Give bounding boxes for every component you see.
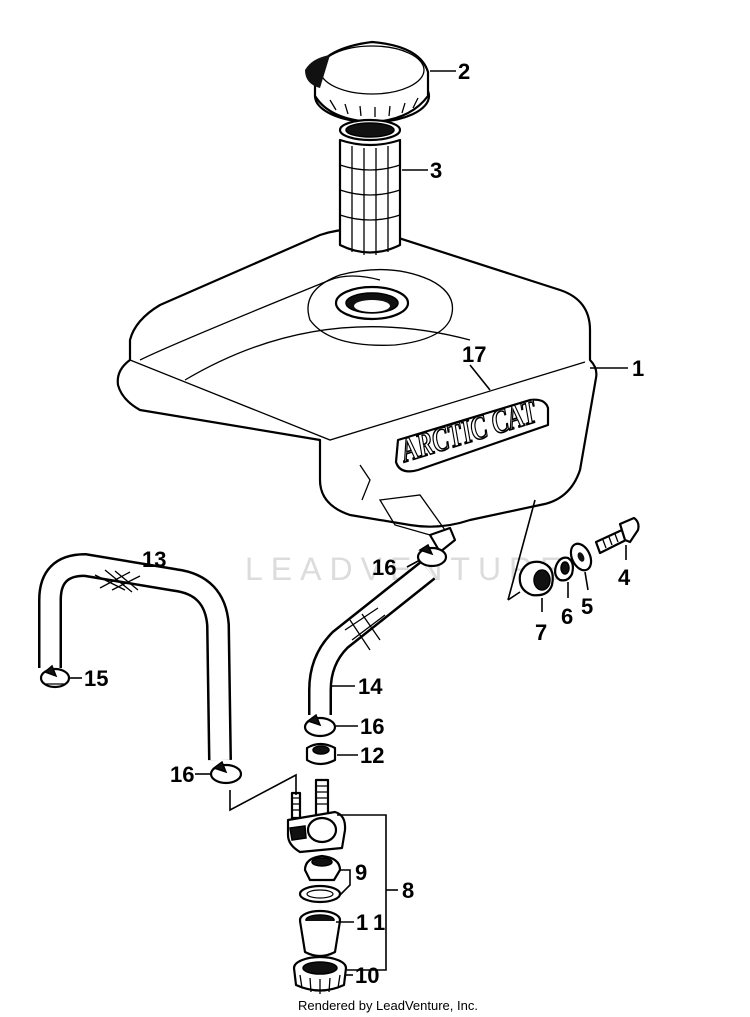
- callout-4: 4: [618, 565, 631, 590]
- callout-16-top: 16: [372, 555, 396, 580]
- fuel-line-14: [308, 560, 436, 715]
- fuel-strainer: [338, 118, 402, 255]
- fuel-tank: [116, 228, 598, 554]
- callout-16-left: 16: [170, 762, 194, 787]
- callout-8: 8: [402, 878, 414, 903]
- fuel-valve: [286, 778, 347, 854]
- clamp-15: [39, 664, 71, 689]
- clamp-16-top: [416, 543, 448, 568]
- callout-3: 3: [430, 158, 442, 183]
- filter-9: [298, 854, 342, 904]
- callout-9: 9: [355, 860, 367, 885]
- grommet-7: [518, 560, 554, 597]
- callout-13: 13: [142, 547, 166, 572]
- washer-5: [569, 542, 593, 572]
- credit-text: Rendered by LeadVenture, Inc.: [298, 998, 478, 1013]
- callout-10: 10: [355, 963, 379, 988]
- callout-16-mid: 16: [360, 714, 384, 739]
- collar-6: [554, 556, 574, 582]
- callout-11: 11: [356, 910, 391, 935]
- nut-12: [305, 742, 337, 766]
- bolt-4: [594, 516, 640, 555]
- callout-2: 2: [458, 59, 470, 84]
- callouts: 1 2 3 4 5 6 7 8 9 10 11 12 13 14 15 16 1…: [84, 59, 644, 988]
- clamp-16-left: [209, 760, 243, 785]
- callout-15: 15: [84, 666, 108, 691]
- callout-5: 5: [581, 594, 593, 619]
- ring-nut-10: [292, 955, 348, 994]
- callout-6: 6: [561, 604, 573, 629]
- callout-14: 14: [358, 674, 383, 699]
- fuel-line-13: [38, 552, 232, 761]
- sediment-bowl-11: [298, 909, 342, 958]
- gas-cap: [305, 40, 431, 124]
- callout-12: 12: [360, 743, 384, 768]
- callout-7: 7: [535, 620, 547, 645]
- callout-17: 17: [462, 342, 486, 367]
- leader-lines: [70, 70, 628, 976]
- callout-1: 1: [632, 356, 644, 381]
- clamp-16-mid: [303, 713, 337, 738]
